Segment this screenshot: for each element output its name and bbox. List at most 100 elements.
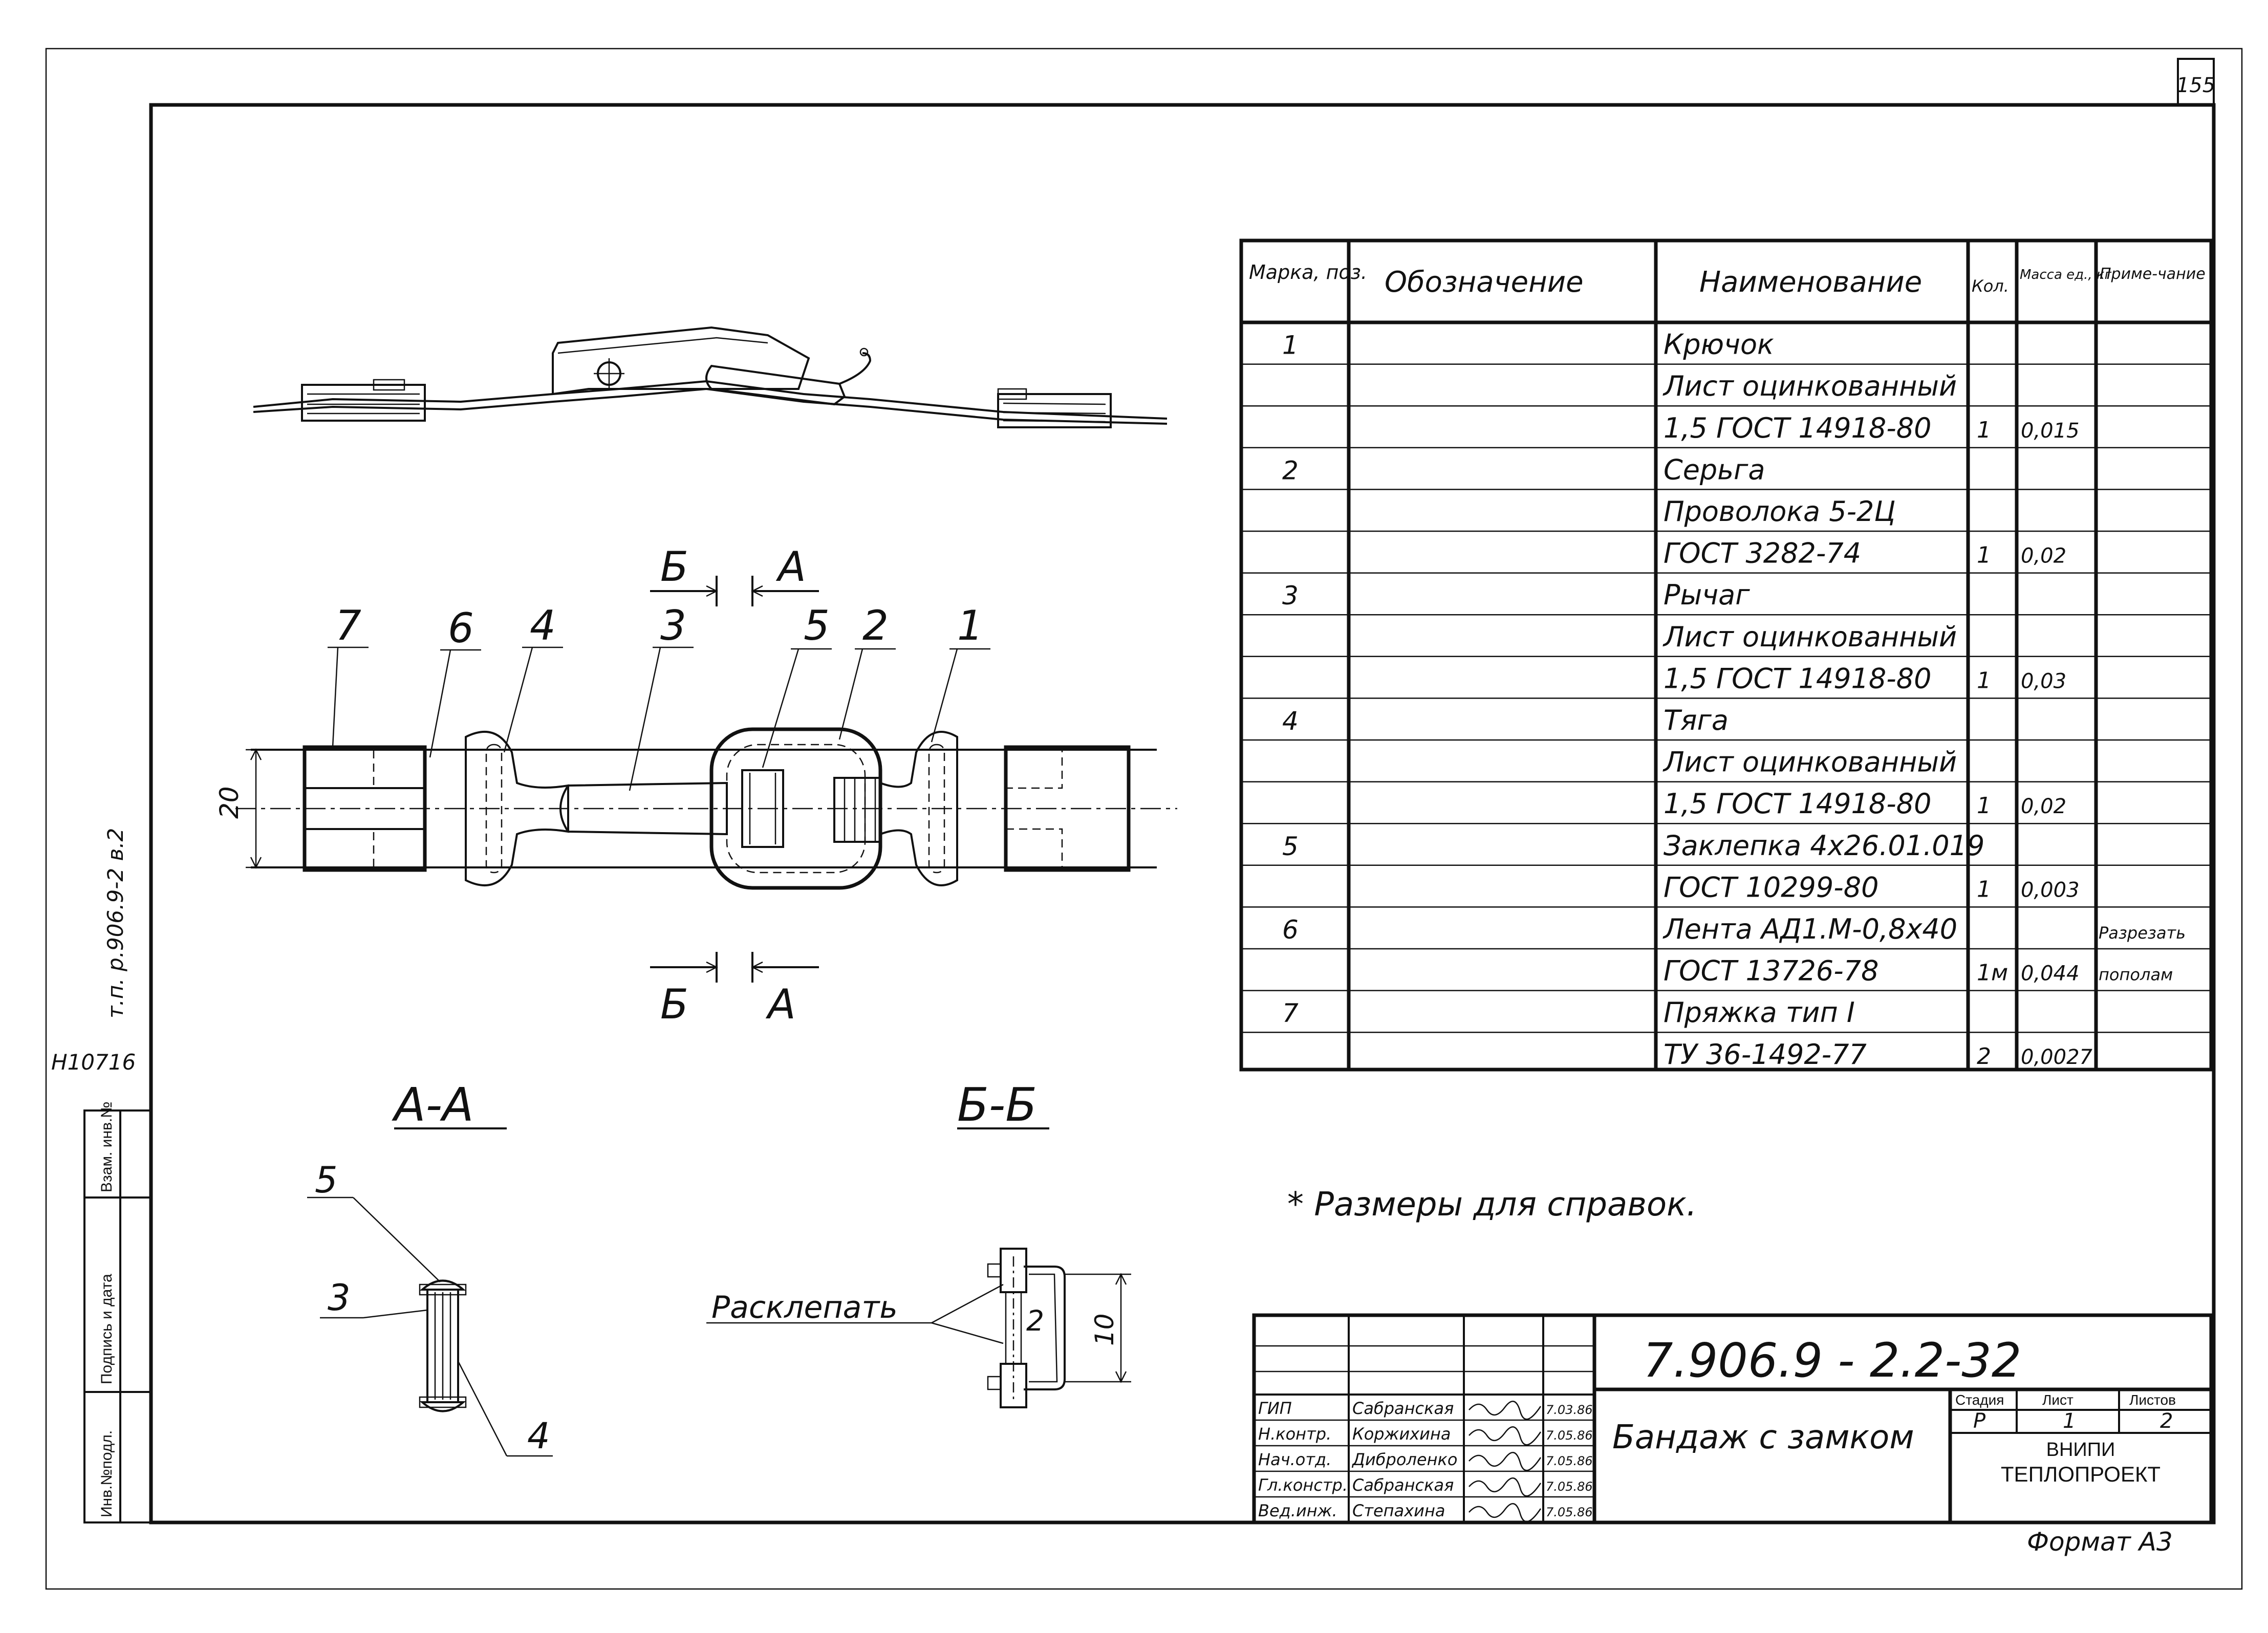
aa-label-3: 3 (328, 1277, 351, 1319)
spec-cell-name: ГОСТ 10299-80 (1664, 871, 1878, 903)
signature-scribble (1468, 1477, 1542, 1497)
header-name: Наименование (1699, 266, 1922, 299)
spec-cell-name: ГОСТ 3282-74 (1664, 537, 1861, 570)
spec-cell-name: 1,5 ГОСТ 14918-80 (1664, 662, 1931, 694)
signature-role: ГИП (1258, 1399, 1292, 1418)
spec-cell-pos: 4 (1282, 706, 1299, 736)
stamp-inv-orig: Инв.№подл. (98, 1430, 115, 1517)
signature-role: Нач.отд. (1258, 1450, 1331, 1469)
page-number-box: 155 (2176, 58, 2215, 106)
signature-scribble (1468, 1426, 1542, 1446)
section-marker-b-top: Б (660, 543, 688, 591)
signature-role: Гл.констр. (1258, 1475, 1348, 1495)
spec-cell-qty: 1 (1977, 876, 1991, 902)
header-note: Приме-чание (2100, 265, 2206, 283)
pos-label-4: 4 (530, 602, 556, 649)
spec-cell-mass: 0,015 (2021, 419, 2080, 443)
main-frame (149, 103, 2216, 1525)
spec-cell-name: 1,5 ГОСТ 14918-80 (1664, 412, 1931, 444)
aa-label-4: 4 (527, 1415, 550, 1457)
spec-cell-mass: 0,03 (2021, 669, 2066, 693)
stamp-inv-replace: Взам. инв.№ (98, 1101, 115, 1192)
stage-header: Стадия (1955, 1392, 2004, 1408)
spec-cell-pos: 3 (1282, 581, 1299, 611)
section-marker-b-bottom: Б (660, 981, 688, 1028)
spec-cell-name: ТУ 36-1492-77 (1664, 1038, 1867, 1071)
doc-code: 7.906.9 - 2.2-32 (1643, 1333, 2021, 1388)
spec-cell-pos: 2 (1282, 455, 1299, 485)
spec-cell-qty: 2 (1977, 1043, 1991, 1070)
signature-name: Сабранская (1352, 1399, 1454, 1418)
spec-cell-mass: 0,003 (2021, 878, 2080, 902)
signature-name: Степахина (1352, 1501, 1445, 1520)
spec-cell-qty: 1м (1977, 960, 2008, 986)
header-mass: Масса ед., кг (2020, 267, 2112, 282)
spec-cell-qty: 1 (1977, 667, 1991, 693)
spec-cell-name: Проволока 5-2Ц (1664, 495, 1895, 528)
spec-cell-name: Заклепка 4х26.01.019 (1664, 830, 1984, 862)
spec-cell-name: 1,5 ГОСТ 14918-80 (1664, 788, 1931, 820)
pos-label-7: 7 (335, 602, 361, 649)
org-line1: ВНИПИ (2046, 1439, 2115, 1461)
section-markers-bottom: Б А (650, 952, 819, 1028)
signature-scribble (1468, 1452, 1542, 1471)
signature-date: 7.05.86 (1546, 1454, 1593, 1468)
sheets-header: Листов (2129, 1392, 2176, 1408)
stage-value: Р (1973, 1409, 1986, 1433)
plan-view: 20 (214, 727, 1177, 890)
section-bb-title: Б-Б (957, 1078, 1037, 1132)
format-label: Формат А3 (2027, 1527, 2173, 1557)
outer-trim-frame (45, 48, 2243, 1590)
plan-view-labels: 7 6 4 3 5 2 1 (328, 602, 990, 791)
spec-cell-name: Серьга (1664, 453, 1765, 486)
signature-date: 7.05.86 (1546, 1428, 1593, 1443)
spec-cell-pos: 6 (1282, 915, 1299, 945)
signature-date: 7.03.86 (1546, 1403, 1593, 1417)
spec-cell-mass: 0,02 (2021, 545, 2066, 568)
pos-label-5: 5 (804, 602, 830, 649)
signature-date: 7.05.86 (1546, 1505, 1593, 1519)
section-marker-a-bottom: А (765, 981, 796, 1028)
spec-cell-pos: 7 (1282, 998, 1299, 1028)
spec-cell-name: Крючок (1664, 329, 1774, 361)
pos-label-6: 6 (448, 604, 474, 652)
spec-cell-name: Лист оцинкованный (1662, 746, 1957, 778)
spec-cell-mass: 0,044 (2021, 962, 2080, 986)
note-reference-dimensions: * Размеры для справок. (1287, 1186, 1697, 1224)
aa-label-5: 5 (315, 1159, 338, 1201)
section-markers-top: Б А (650, 543, 819, 606)
header-pos-text: Марка, поз. (1249, 261, 1367, 284)
spec-table: Марка, поз. Обозначение Наименование Кол… (1239, 238, 2213, 1072)
spec-cell-name: Тяга (1664, 704, 1729, 736)
side-note: т.п. р.906.9-2 в.2 (103, 828, 128, 1018)
side-view (253, 326, 1168, 428)
title-block: 7.906.9 - 2.2-32 Бандаж с замком Стадия … (1252, 1313, 2213, 1525)
dimension-20: 20 (214, 786, 244, 819)
stamp-sign-date: Подпись и дата (98, 1274, 115, 1384)
spec-cell-name: Рычаг (1664, 579, 1750, 611)
signature-scribble (1468, 1503, 1542, 1522)
org-line2: ТЕПЛОПРОЕКТ (2001, 1462, 2161, 1486)
spec-cell-note: пополам (2099, 965, 2173, 985)
left-stamp-strip: Инв.№подл. Подпись и дата Взам. инв.№ Н1… (51, 828, 152, 1523)
sheets-value: 2 (2160, 1409, 2173, 1433)
spec-cell-pos: 5 (1282, 832, 1299, 861)
spec-cell-name: Пряжка тип I (1664, 996, 1855, 1029)
spec-cell-qty: 1 (1977, 417, 1991, 443)
spec-cell-qty: 1 (1977, 542, 1991, 569)
spec-cell-name: ГОСТ 13726-78 (1664, 955, 1878, 987)
header-pos: Марка, поз. (1249, 261, 1367, 284)
bb-label-rivet: Расклепать (711, 1290, 898, 1325)
signature-name: Коржихина (1352, 1424, 1451, 1444)
section-aa-title: А-А (392, 1078, 474, 1132)
section-marker-a-top: А (775, 543, 806, 591)
signature-role: Вед.инж. (1258, 1501, 1337, 1520)
bb-dimension-10: 10 (1090, 1313, 1119, 1346)
spec-cell-name: Лента АД1.М-0,8х40 (1662, 913, 1957, 945)
spec-cell-note: Разрезать (2099, 923, 2186, 943)
spec-cell-name: Лист оцинкованный (1662, 370, 1957, 402)
sheet-header: Лист (2042, 1392, 2073, 1408)
